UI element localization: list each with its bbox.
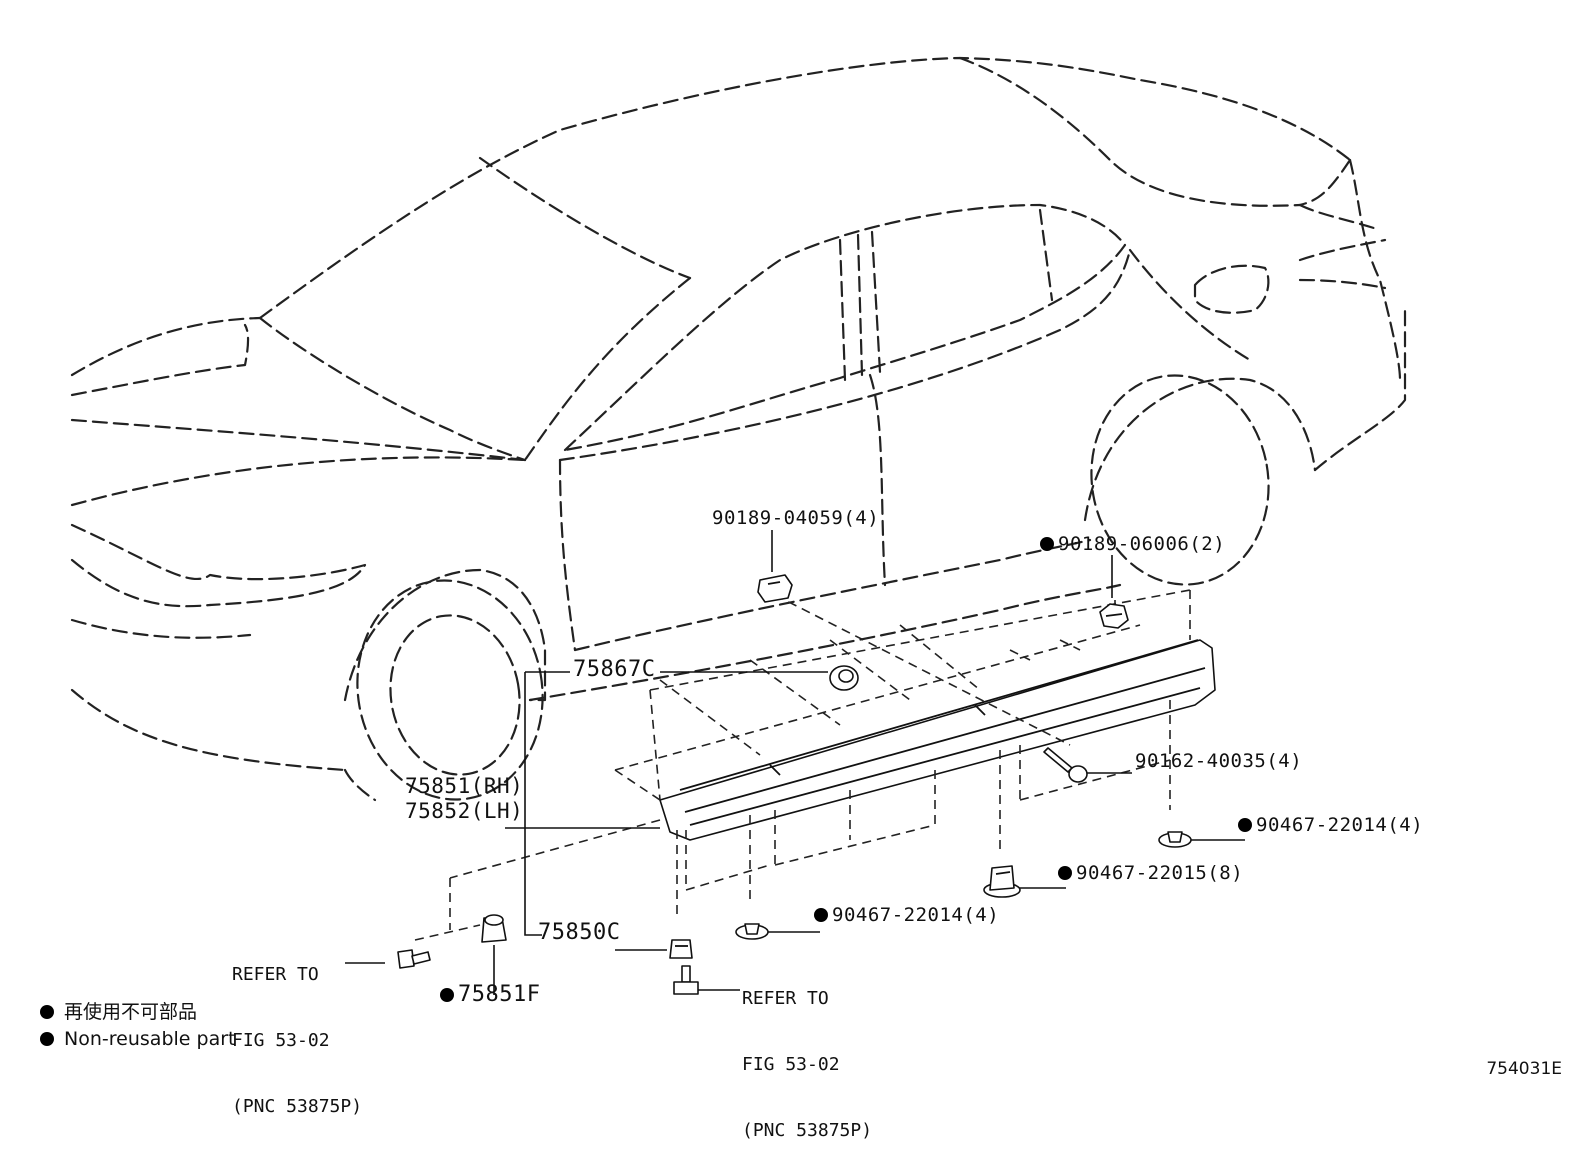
callout-90189-06006: 90189-06006(2) bbox=[1040, 533, 1225, 555]
non-reusable-marker bbox=[1040, 537, 1054, 551]
legend-item-jp: 再使用不可部品 bbox=[40, 1000, 235, 1024]
part-number: 90467-22014(4) bbox=[832, 904, 1000, 926]
part-number: 75852(LH) bbox=[405, 799, 524, 823]
reference-line1: REFER TO bbox=[742, 988, 829, 1009]
reference-line3: (PNC 53875P) bbox=[232, 1096, 363, 1117]
clip-90467-22015 bbox=[983, 865, 1021, 898]
callout-75852: 75852(LH) bbox=[405, 800, 523, 822]
callout-90162-40035: 90162-40035(4) bbox=[1135, 750, 1302, 772]
part-number: 75851F bbox=[458, 982, 541, 1007]
non-reusable-marker bbox=[440, 988, 454, 1002]
reference-line1: REFER TO bbox=[232, 964, 319, 985]
reference-note-right: REFER TO FIG 53-02 (PNC 53875P) bbox=[742, 944, 872, 1164]
part-number: 90467-22014(4) bbox=[1256, 814, 1424, 836]
callout-90467-22014-a: 90467-22014(4) bbox=[1238, 814, 1423, 836]
legend-text: Non-reusable part bbox=[64, 1028, 236, 1050]
bolt-refer-fig-b bbox=[673, 965, 699, 995]
legend-text: 再使用不可部品 bbox=[64, 1001, 198, 1023]
legend: 再使用不可部品 Non-reusable part bbox=[40, 1000, 235, 1051]
clip-90189-06006 bbox=[1099, 603, 1129, 629]
part-number: 75851(RH) bbox=[405, 774, 524, 798]
part-number: 90467-22015(8) bbox=[1076, 862, 1244, 884]
callout-90189-04059: 90189-04059(4) bbox=[712, 507, 879, 529]
parts-diagram bbox=[70, 56, 1407, 995]
legend-item-en: Non-reusable part bbox=[40, 1027, 235, 1051]
reference-line3: (PNC 53875P) bbox=[742, 1120, 873, 1141]
callout-90467-22015: 90467-22015(8) bbox=[1058, 862, 1243, 884]
car-outline bbox=[70, 56, 1407, 802]
bolt-refer-fig-a bbox=[397, 949, 431, 969]
clip-90467-22014-b bbox=[735, 923, 769, 940]
part-number: 75867C bbox=[573, 657, 656, 682]
clip-90467-22014-a bbox=[1158, 831, 1192, 848]
non-reusable-marker bbox=[814, 908, 828, 922]
non-reusable-marker bbox=[1238, 818, 1252, 832]
reference-line2: FIG 53-02 bbox=[232, 1030, 330, 1051]
guide-lines bbox=[414, 589, 1191, 941]
part-number: 90189-06006(2) bbox=[1058, 533, 1226, 555]
clip-75867c bbox=[829, 665, 859, 691]
part-number: 75850C bbox=[538, 920, 621, 945]
clip-75850c bbox=[669, 939, 693, 959]
callout-75850c: 75850C bbox=[538, 922, 620, 944]
filled-circle-icon bbox=[40, 1005, 54, 1019]
callout-75851: 75851(RH) bbox=[405, 775, 523, 797]
callout-75851f: 75851F bbox=[440, 984, 540, 1006]
reference-note-left: REFER TO FIG 53-02 (PNC 53875P) bbox=[232, 920, 362, 1140]
clip-90189-04059 bbox=[757, 574, 793, 603]
rocker-panel bbox=[659, 639, 1216, 841]
callout-75867c: 75867C bbox=[573, 659, 655, 681]
filled-circle-icon bbox=[40, 1032, 54, 1046]
callout-90467-22014-b: 90467-22014(4) bbox=[814, 904, 999, 926]
non-reusable-marker bbox=[1058, 866, 1072, 880]
part-number: 90189-04059(4) bbox=[712, 507, 880, 529]
reference-line2: FIG 53-02 bbox=[742, 1054, 840, 1075]
clip-75851f bbox=[481, 914, 507, 943]
screw-90162-40035 bbox=[1043, 747, 1088, 783]
part-number: 90162-40035(4) bbox=[1135, 750, 1303, 772]
leader-lines bbox=[345, 530, 1245, 995]
figure-id: 754031E bbox=[1486, 1059, 1562, 1079]
